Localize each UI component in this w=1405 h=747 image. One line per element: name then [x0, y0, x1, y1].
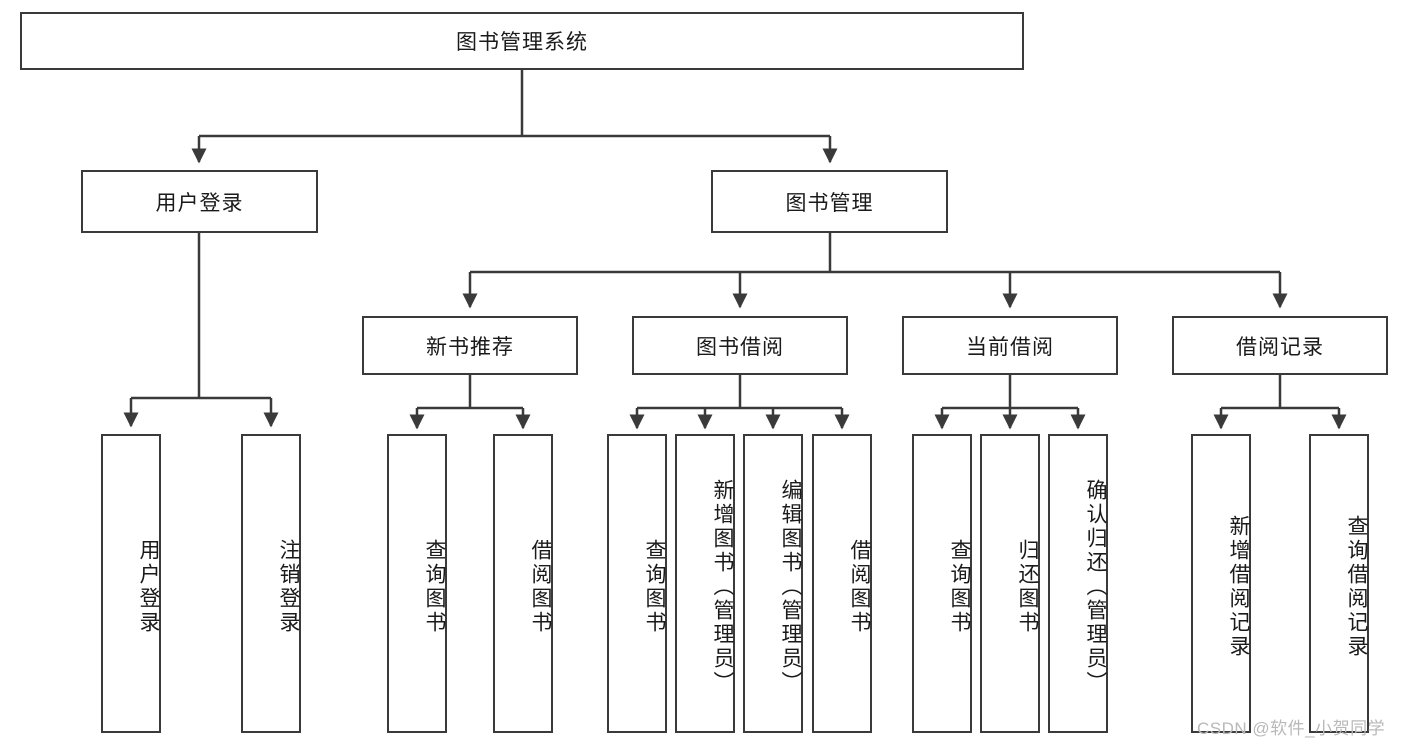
leaf-borrow-add-book[interactable]: 新增图书（管理员）	[675, 434, 735, 733]
leaf-label: 用户登录	[137, 538, 160, 635]
node-user-login[interactable]: 用户登录	[81, 170, 318, 233]
leaf-label: 新增图书（管理员）	[711, 478, 734, 695]
node-new-book-recommend[interactable]: 新书推荐	[362, 316, 578, 375]
leaf-label: 编辑图书（管理员）	[779, 478, 802, 695]
leaf-borrow-edit-book[interactable]: 编辑图书（管理员）	[743, 434, 803, 733]
node-borrow-record[interactable]: 借阅记录	[1172, 316, 1388, 375]
leaf-label: 查询图书	[423, 538, 446, 635]
leaf-recommend-query-book[interactable]: 查询图书	[387, 434, 447, 733]
leaf-label: 查询图书	[643, 538, 666, 635]
leaf-current-return-book[interactable]: 归还图书	[980, 434, 1040, 733]
leaf-label: 新增借阅记录	[1227, 514, 1250, 659]
node-borrow-record-label: 借阅记录	[1236, 335, 1324, 359]
leaf-record-query-record[interactable]: 查询借阅记录	[1309, 434, 1369, 733]
leaf-user-login-logout[interactable]: 注销登录	[241, 434, 301, 733]
node-current-borrow-label: 当前借阅	[966, 335, 1054, 359]
leaf-current-query-book[interactable]: 查询图书	[912, 434, 972, 733]
leaf-label: 借阅图书	[848, 538, 871, 635]
leaf-label: 查询借阅记录	[1345, 514, 1368, 659]
leaf-current-confirm-return[interactable]: 确认归还（管理员）	[1048, 434, 1108, 733]
leaf-user-login-login[interactable]: 用户登录	[101, 434, 161, 733]
node-book-borrow-label: 图书借阅	[696, 335, 784, 359]
leaf-record-add-record[interactable]: 新增借阅记录	[1191, 434, 1251, 733]
leaf-label: 借阅图书	[529, 538, 552, 635]
node-book-management-label: 图书管理	[785, 191, 874, 215]
watermark: CSDN @软件_小贺同学	[1197, 719, 1386, 738]
node-root[interactable]: 图书管理系统	[20, 12, 1024, 70]
node-root-label: 图书管理系统	[456, 31, 588, 54]
node-user-login-label: 用户登录	[155, 191, 244, 215]
node-book-borrow[interactable]: 图书借阅	[632, 316, 848, 375]
node-current-borrow[interactable]: 当前借阅	[902, 316, 1118, 375]
leaf-label: 注销登录	[277, 538, 300, 635]
leaf-borrow-borrow-book[interactable]: 借阅图书	[812, 434, 872, 733]
leaf-recommend-borrow-book[interactable]: 借阅图书	[493, 434, 553, 733]
node-new-book-recommend-label: 新书推荐	[426, 335, 514, 359]
node-book-management[interactable]: 图书管理	[711, 170, 948, 233]
leaf-borrow-query-book[interactable]: 查询图书	[607, 434, 667, 733]
leaf-label: 归还图书	[1016, 538, 1039, 635]
leaf-label: 查询图书	[948, 538, 971, 635]
leaf-label: 确认归还（管理员）	[1084, 478, 1107, 695]
